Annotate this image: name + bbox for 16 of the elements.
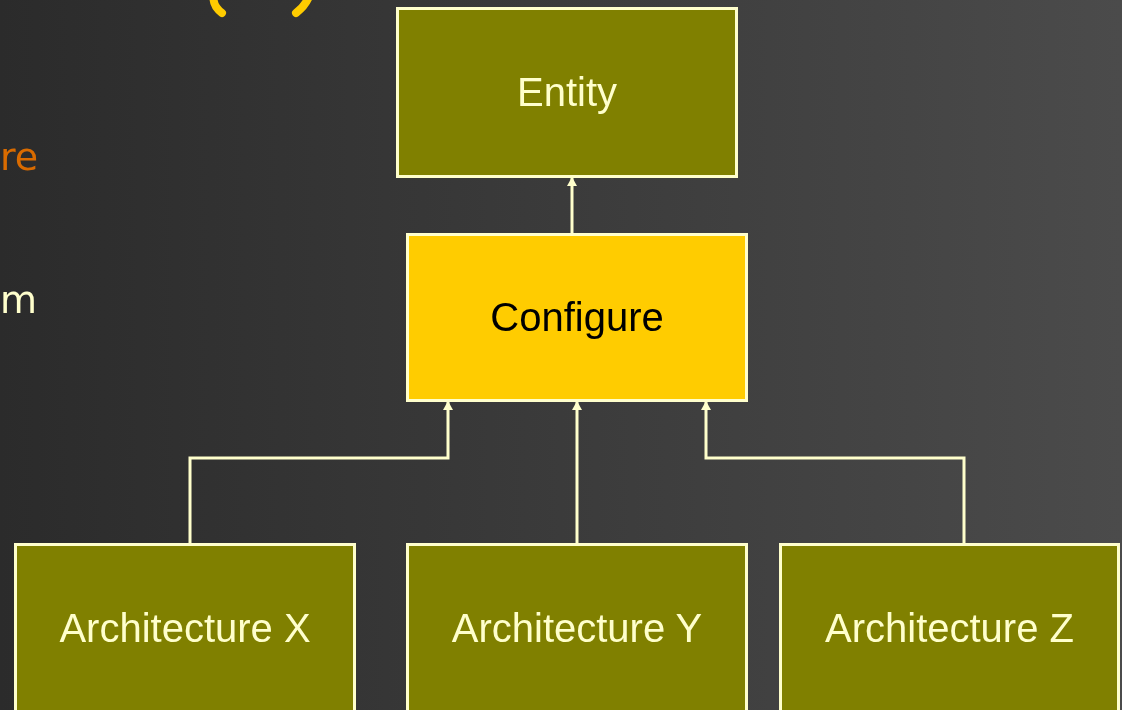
class-box — [779, 543, 1120, 710]
class-name: Entity — [516, 70, 617, 115]
class-name: Architecture Y — [451, 605, 703, 651]
class-box — [396, 7, 738, 178]
class-box — [406, 543, 748, 710]
arrow — [188, 401, 453, 543]
arrow — [572, 401, 582, 543]
arrow — [701, 401, 966, 543]
class-box — [14, 543, 356, 710]
class-name: Architecture X — [59, 605, 311, 651]
class-name: Architecture Z — [825, 605, 1074, 651]
class-name: Configure — [490, 295, 664, 340]
class-box — [406, 233, 748, 402]
arrow — [567, 177, 577, 233]
text-fragment: re — [0, 135, 39, 179]
text-fragment: m — [0, 278, 38, 322]
